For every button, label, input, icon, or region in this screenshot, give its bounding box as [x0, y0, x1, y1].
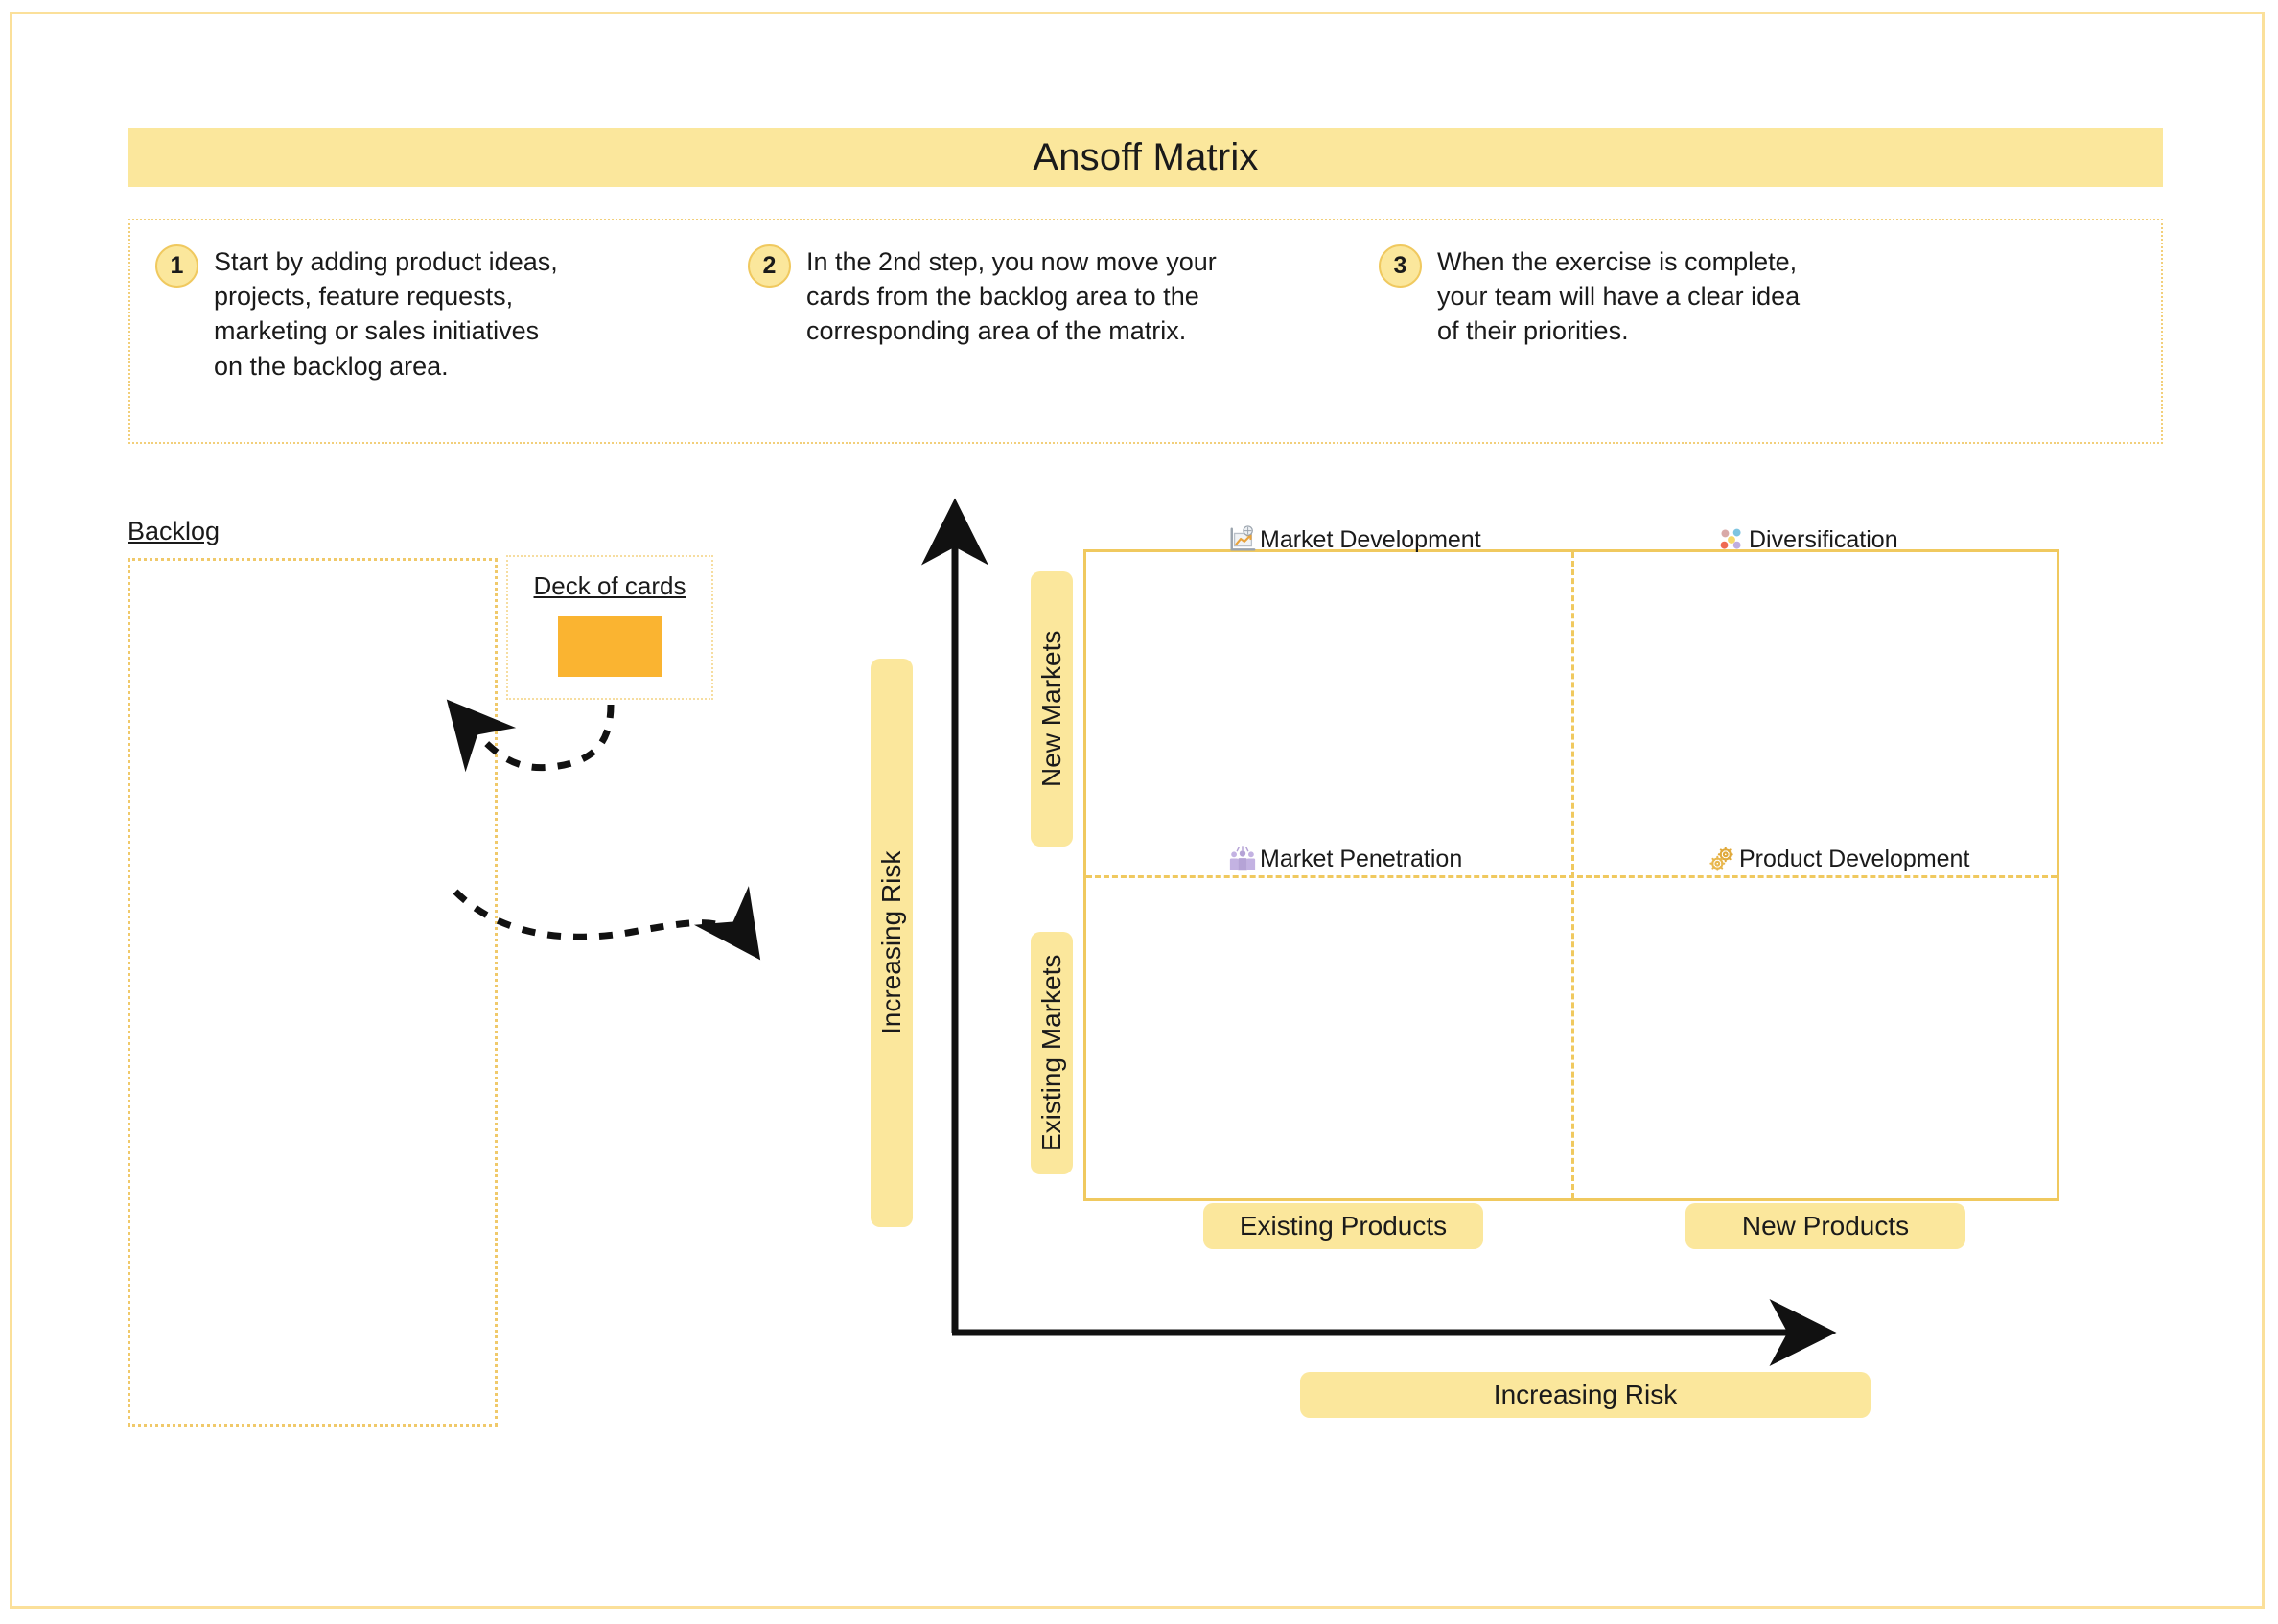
quadrant-market-penetration-label: Market Penetration: [1260, 845, 1463, 872]
quadrant-diversification-label: Diversification: [1749, 525, 1898, 553]
x-axis-increasing-risk-label: Increasing Risk: [1300, 1372, 1871, 1418]
instruction-step-3: 3 When the exercise is complete, your te…: [1361, 220, 2050, 442]
step-text-1: Start by adding product ideas, projects,…: [214, 247, 558, 381]
step-number-badge-1: 1: [155, 244, 198, 288]
deck-card[interactable]: [558, 616, 662, 677]
instruction-step-2: 2 In the 2nd step, you now move your car…: [731, 220, 1361, 442]
step-text-3: When the exercise is complete, your team…: [1437, 247, 1801, 346]
quadrant-diversification[interactable]: Diversification: [1717, 525, 1898, 554]
page-title: Ansoff Matrix: [1033, 135, 1259, 178]
quadrant-market-penetration[interactable]: Market Penetration: [1228, 845, 1462, 873]
ansoff-matrix-grid: Market Development Diversification: [1083, 525, 2059, 1201]
page-title-banner: Ansoff Matrix: [128, 128, 2163, 187]
y-axis-new-markets-label: New Markets: [1031, 571, 1073, 847]
instruction-step-1: 1 Start by adding product ideas, project…: [130, 220, 731, 442]
quadrant-market-development-label: Market Development: [1260, 525, 1481, 553]
matrix-horizontal-divider: [1086, 875, 2057, 878]
quadrant-product-development-label: Product Development: [1739, 845, 1970, 872]
y-axis-existing-markets-label: Existing Markets: [1031, 932, 1073, 1174]
step-number-badge-2: 2: [748, 244, 791, 288]
page-border: [10, 12, 2265, 1609]
deck-of-cards-area[interactable]: Deck of cards: [506, 555, 713, 700]
deck-of-cards-label: Deck of cards: [533, 571, 686, 600]
colored-dots-icon: [1720, 528, 1741, 549]
backlog-drop-area[interactable]: [128, 558, 498, 1427]
growth-chart-icon: [1230, 525, 1256, 551]
x-axis-existing-products-label: Existing Products: [1203, 1203, 1483, 1249]
backlog-label: Backlog: [128, 517, 221, 545]
quadrant-product-development[interactable]: Product Development: [1708, 845, 1969, 873]
y-axis-increasing-risk-label: Increasing Risk: [871, 659, 913, 1227]
step-text-2: In the 2nd step, you now move your cards…: [806, 247, 1217, 346]
quadrant-market-development[interactable]: Market Development: [1228, 525, 1481, 554]
people-group-icon: [1229, 846, 1256, 871]
gears-icon: [1709, 847, 1733, 871]
x-axis-new-products-label: New Products: [1685, 1203, 1965, 1249]
instructions-panel: 1 Start by adding product ideas, project…: [128, 219, 2163, 444]
step-number-badge-3: 3: [1379, 244, 1422, 288]
